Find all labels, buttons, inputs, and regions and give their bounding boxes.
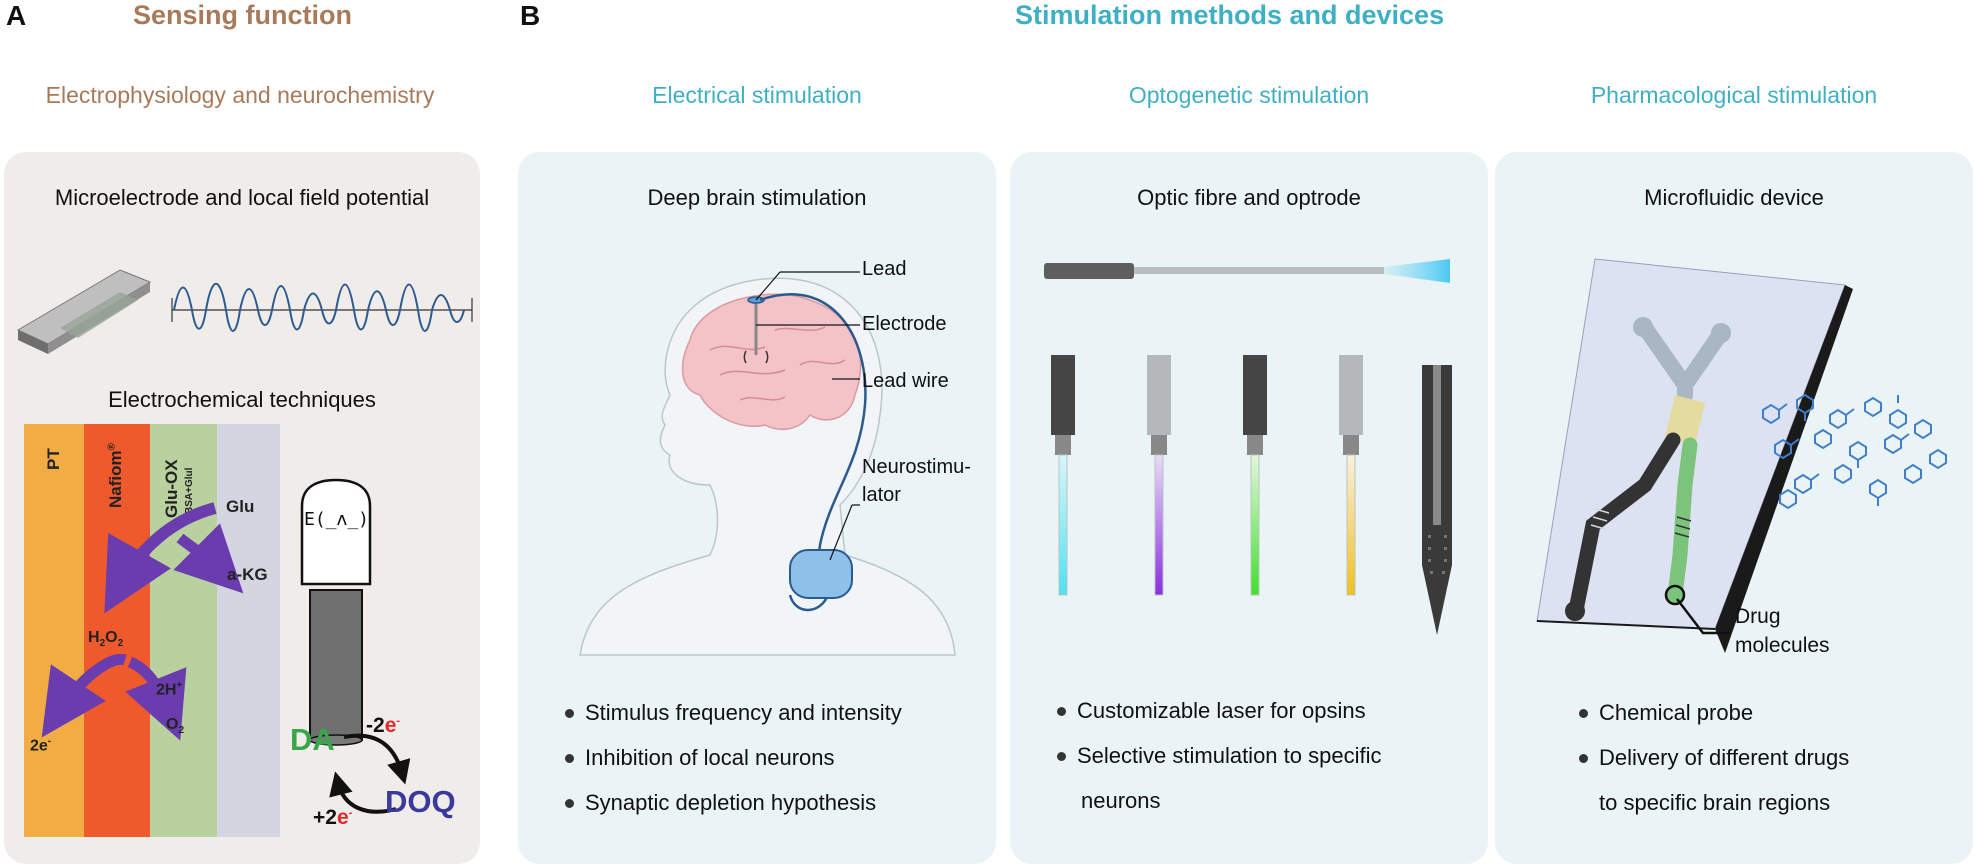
- dbs-bullet-2: Inhibition of local neurons: [563, 735, 902, 780]
- plus-two-e-text: +2e-: [313, 806, 353, 829]
- dbs-card-title: Deep brain stimulation: [647, 185, 867, 210]
- drug-label-1: Drug: [1735, 605, 1781, 628]
- micro-bullet-2: Delivery of different drugs: [1577, 735, 1849, 780]
- microfluidic-card-title: Microfluidic device: [1644, 185, 1824, 210]
- drug-label-2: molecules: [1735, 634, 1830, 657]
- electrical-subtitle: Electrical stimulation: [652, 82, 862, 108]
- optogenetic-card-title: Optic fibre and optrode: [1137, 185, 1361, 210]
- lead-label: Lead: [862, 258, 907, 280]
- electrode-label: E(_ʌ_): [304, 509, 370, 530]
- microelectrode-chip-icon: [16, 269, 152, 354]
- o2-text: O2: [166, 716, 185, 737]
- panel-b-title: Stimulation methods and devices: [1015, 0, 1445, 30]
- microfluidic-device-illustration: [1536, 258, 1947, 653]
- reaction-arrows: [41, 502, 244, 741]
- glu-text: Glu: [226, 497, 255, 516]
- neurostimulator-label-2: lator: [862, 484, 901, 506]
- minus-two-e-text: -2e-: [366, 714, 401, 737]
- electrode-label-dbs: Electrode: [862, 313, 947, 335]
- nafion-layer: [84, 424, 150, 837]
- opto-bullet-2: Selective stimulation to specific: [1055, 733, 1381, 778]
- neurostimulator-label-1: Neurostimu-: [862, 456, 971, 478]
- opto-bullet-2-cont: neurons: [1081, 788, 1161, 813]
- micro-bullet-2-cont: to specific brain regions: [1599, 790, 1831, 815]
- redox-cycle-arrows: [329, 733, 411, 814]
- doq-text: DOQ: [385, 784, 456, 819]
- glu-ox-layer: [150, 424, 217, 837]
- pharmacological-subtitle: Pharmacological stimulation: [1590, 82, 1878, 108]
- bsa-layer: [217, 424, 280, 837]
- opto-bullet-1: Customizable laser for opsins: [1055, 688, 1381, 733]
- dbs-bullet-1: Stimulus frequency and intensity: [563, 690, 902, 735]
- lfp-card-title: Microelectrode and local field potential: [54, 185, 430, 210]
- dbs-bullet-3: Synaptic depletion hypothesis: [563, 780, 902, 825]
- optogenetic-subtitle: Optogenetic stimulation: [1128, 82, 1370, 108]
- pt-label: PT: [44, 448, 63, 470]
- echem-title: Electrochemical techniques: [108, 387, 376, 412]
- lead-wire-label: Lead wire: [862, 370, 949, 392]
- panel-b-letter: B: [520, 0, 541, 31]
- optic-fibres-illustration: [1044, 259, 1452, 635]
- head-brain-illustration: [579, 271, 956, 656]
- micro-bullet-1: Chemical probe: [1577, 690, 1849, 735]
- optogenetic-bullets: Customizable laser for opsins Selective …: [1055, 688, 1381, 823]
- two-e-text: 2e-: [30, 736, 52, 755]
- carbon-electrode-icon: [300, 478, 372, 746]
- akg-text: a-KG: [227, 565, 268, 584]
- panel-a-subtitle: Electrophysiology and neurochemistry: [45, 82, 435, 108]
- lfp-waveform: [171, 283, 473, 332]
- panel-a-title: Sensing function: [133, 0, 352, 30]
- microfluidic-bullets: Chemical probe Delivery of different dru…: [1577, 690, 1849, 825]
- two-h-plus-text: 2H+: [156, 680, 183, 699]
- da-text: DA: [290, 722, 335, 757]
- panel-a-letter: A: [6, 0, 27, 31]
- pt-layer: [24, 424, 84, 837]
- h2o2-text: H2O2: [88, 629, 124, 650]
- dbs-bullets: Stimulus frequency and intensity Inhibit…: [563, 690, 902, 825]
